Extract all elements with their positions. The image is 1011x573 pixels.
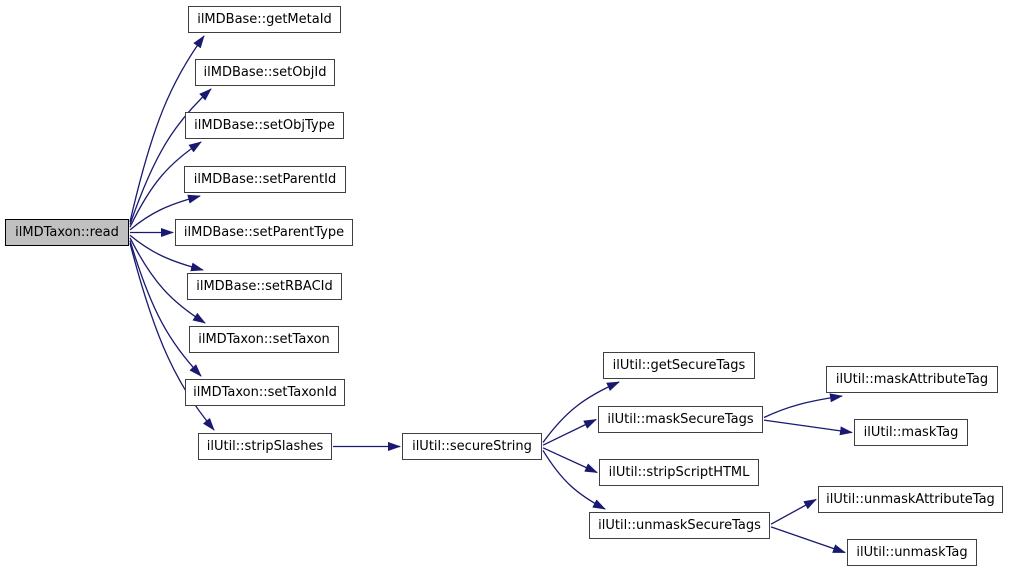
edge-secureString-unmaskSecureTags [542, 450, 606, 510]
graph-node-setRBACId[interactable]: ilMDBase::setRBACId [187, 273, 342, 300]
edge-read-setParentId [129, 194, 201, 231]
graph-node-maskSecureTags[interactable]: ilUtil::maskSecureTags [598, 406, 763, 433]
edge-read-setTaxonId [129, 240, 202, 377]
graph-edges [129, 35, 853, 554]
edge-read-setObjId [129, 88, 212, 225]
graph-node-maskAttributeTag[interactable]: ilUtil::maskAttributeTag [826, 366, 998, 393]
edge-read-setRBACId [129, 234, 204, 272]
graph-node-secureString[interactable]: ilUtil::secureString [402, 433, 542, 460]
edge-secureString-stripScriptHTML [542, 447, 598, 474]
graph-node-stripScriptHTML[interactable]: ilUtil::stripScriptHTML [599, 459, 759, 486]
edge-read-setObjType [129, 141, 202, 228]
edge-maskSecureTags-maskTag [763, 419, 853, 436]
edge-read-stripSlashes [129, 243, 215, 431]
graph-node-setParentId[interactable]: ilMDBase::setParentId [184, 166, 346, 193]
edge-secureString-maskSecureTags [542, 418, 597, 446]
graph-node-unmaskTag[interactable]: ilUtil::unmaskTag [847, 539, 977, 566]
graph-node-stripSlashes[interactable]: ilUtil::stripSlashes [198, 433, 332, 460]
graph-node-maskTag[interactable]: ilUtil::maskTag [854, 419, 968, 446]
edge-read-getMetaId [129, 35, 205, 222]
graph-node-setObjType[interactable]: ilMDBase::setObjType [185, 112, 344, 139]
edge-maskSecureTags-maskAttributeTag [763, 393, 843, 419]
edge-read-setTaxon [129, 237, 206, 324]
graph-node-unmaskSecureTags[interactable]: ilUtil::unmaskSecureTags [589, 512, 770, 539]
graph-node-setTaxonId[interactable]: ilMDTaxon::setTaxonId [185, 379, 345, 406]
graph-node-getSecureTags[interactable]: ilUtil::getSecureTags [603, 352, 755, 379]
graph-node-setObjId[interactable]: ilMDBase::setObjId [195, 59, 335, 86]
edge-unmaskSecureTags-unmaskAttributeTag [770, 498, 817, 525]
graph-node-read: ilMDTaxon::read [5, 219, 129, 246]
graph-node-getMetaId[interactable]: ilMDBase::getMetaId [188, 6, 341, 33]
graph-node-setTaxon[interactable]: ilMDTaxon::setTaxon [189, 326, 339, 353]
edge-secureString-getSecureTags [542, 381, 620, 443]
graph-node-unmaskAttributeTag[interactable]: ilUtil::unmaskAttributeTag [818, 486, 1003, 513]
edge-unmaskSecureTags-unmaskTag [770, 526, 846, 554]
graph-node-setParentType[interactable]: ilMDBase::setParentType [175, 219, 353, 246]
